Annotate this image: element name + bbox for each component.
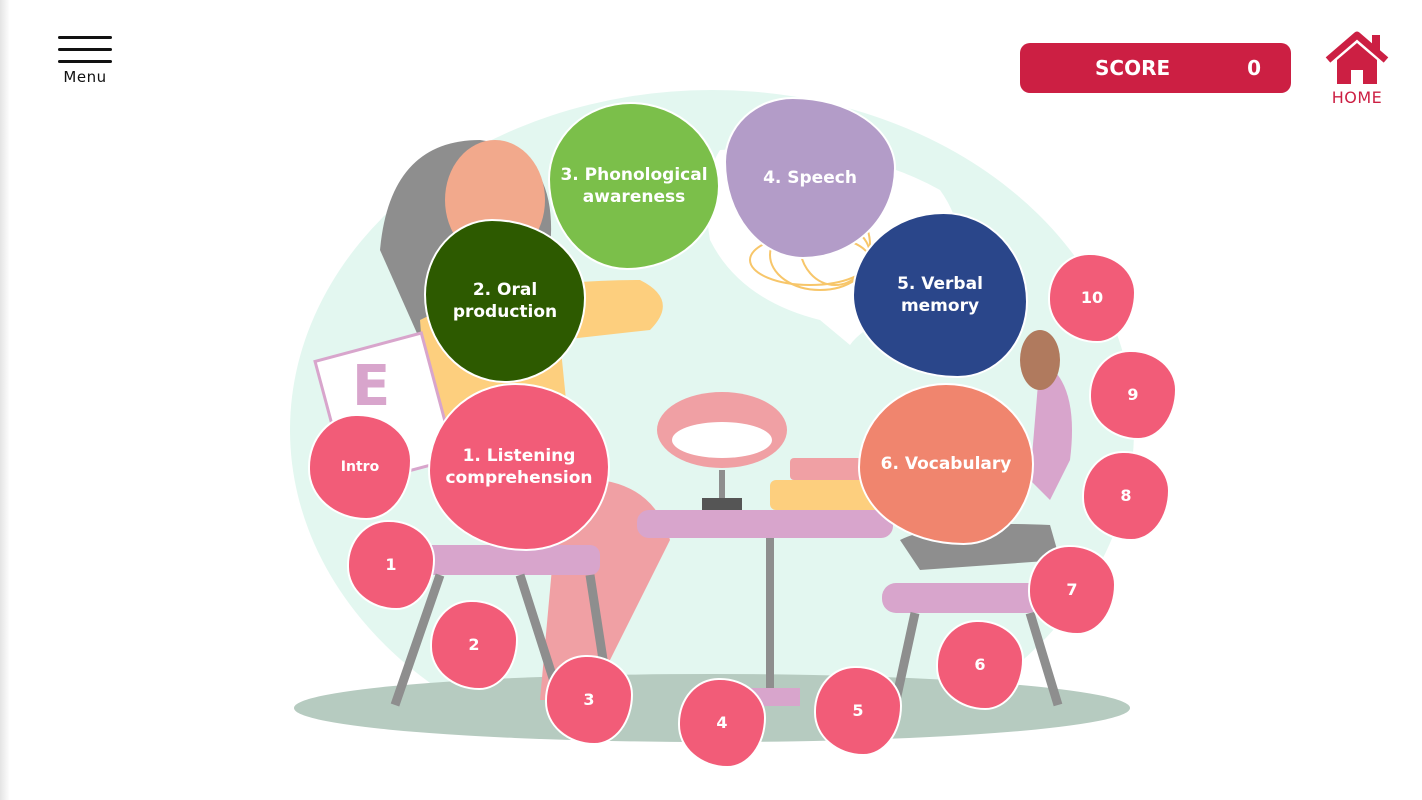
level-9[interactable]: 9 — [1089, 350, 1177, 440]
level-6[interactable]: 6 — [936, 620, 1024, 710]
level-intro[interactable]: Intro — [308, 414, 412, 520]
module-speech[interactable]: 4. Speech — [724, 97, 896, 259]
level-4[interactable]: 4 — [678, 678, 766, 768]
module-label: 4. Speech — [763, 167, 857, 188]
level-3[interactable]: 3 — [545, 655, 633, 745]
level-1[interactable]: 1 — [347, 520, 435, 610]
hamburger-icon-bar — [58, 48, 112, 51]
level-label: 8 — [1120, 485, 1132, 505]
svg-text:E: E — [352, 354, 390, 419]
module-oral-production[interactable]: 2. Oral production — [424, 219, 586, 383]
classroom-illustration: E — [290, 90, 1134, 770]
menu-button[interactable]: Menu — [58, 36, 112, 86]
level-7[interactable]: 7 — [1028, 545, 1116, 635]
module-label: 2. Oral production — [452, 279, 558, 322]
hamburger-icon — [58, 36, 112, 39]
level-label: 1 — [385, 554, 397, 574]
hamburger-icon-bar — [58, 60, 112, 63]
level-label: 9 — [1127, 384, 1139, 404]
level-2[interactable]: 2 — [430, 600, 518, 690]
home-label: HOME — [1331, 88, 1383, 107]
score-display: SCORE 0 — [1020, 43, 1291, 93]
menu-label: Menu — [63, 68, 107, 86]
module-phonological-awareness[interactable]: 3. Phonological awareness — [548, 102, 720, 270]
level-label: 5 — [852, 700, 864, 720]
module-label: 1. Listening comprehension — [445, 445, 593, 488]
level-8[interactable]: 8 — [1082, 451, 1170, 541]
module-listening-comprehension[interactable]: 1. Listening comprehension — [428, 383, 610, 551]
module-verbal-memory[interactable]: 5. Verbal memory — [852, 212, 1028, 378]
level-label: 7 — [1066, 579, 1078, 599]
module-vocabulary[interactable]: 6. Vocabulary — [858, 383, 1034, 545]
level-label: Intro — [340, 458, 380, 475]
level-5[interactable]: 5 — [814, 666, 902, 756]
level-label: 2 — [468, 634, 480, 654]
level-label: 3 — [583, 689, 595, 709]
level-label: 10 — [1080, 287, 1104, 307]
level-10[interactable]: 10 — [1048, 253, 1136, 343]
level-label: 6 — [974, 654, 986, 674]
score-label: SCORE — [1095, 56, 1171, 80]
module-label: 3. Phonological awareness — [560, 164, 708, 207]
score-value: 0 — [1247, 56, 1261, 80]
level-label: 4 — [716, 712, 728, 732]
module-label: 6. Vocabulary — [880, 453, 1012, 474]
left-edge-shadow — [0, 0, 10, 800]
home-button[interactable]: HOME — [1322, 30, 1392, 107]
module-label: 5. Verbal memory — [897, 273, 983, 316]
home-icon — [1325, 31, 1389, 84]
